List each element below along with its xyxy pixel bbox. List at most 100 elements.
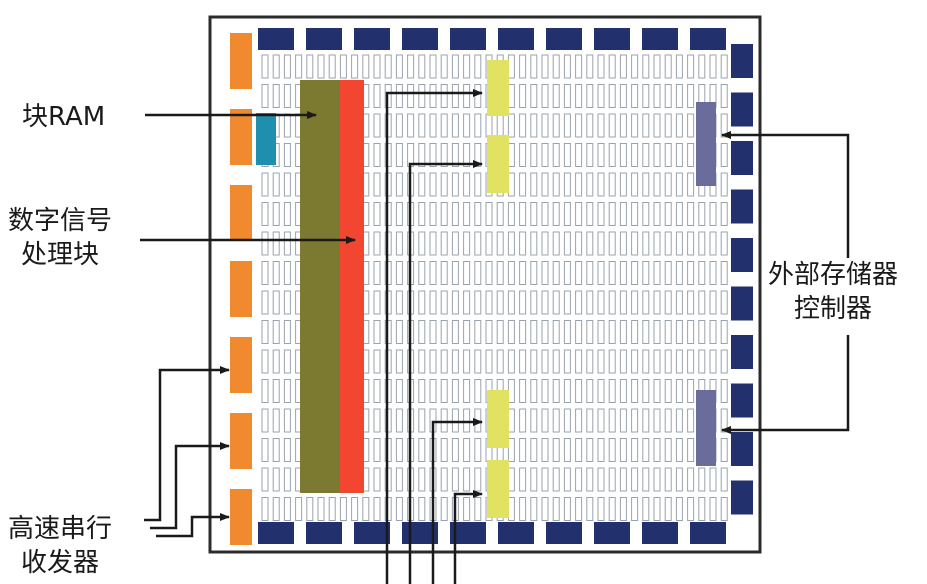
logic-cell [597,172,605,197]
logic-cell [575,54,583,79]
logic-cell [541,379,549,403]
logic-cell [720,320,728,344]
logic-cell [597,113,605,138]
logic-cell [653,143,661,167]
logic-cell [631,290,639,315]
io-pad [731,335,753,369]
logic-cell [519,467,527,492]
logic-cell [631,349,639,374]
logic-cell [664,467,672,492]
clock-block-3 [487,390,509,448]
io-pad-column-right [731,44,753,515]
logic-cell [563,497,571,521]
logic-cell [664,143,672,167]
io-pad [498,28,534,50]
logic-cell [474,172,482,197]
arrow-mem-bottom [721,335,850,434]
logic-cell [496,202,504,226]
logic-cell [485,261,493,285]
logic-cell [631,231,639,256]
logic-cell [619,497,627,521]
logic-cell [575,113,583,138]
logic-cell [440,467,448,492]
logic-cell [440,408,448,433]
logic-cell [675,113,683,138]
logic-cell [675,202,683,226]
logic-cell [530,143,538,167]
logic-cell [586,172,594,197]
logic-cell [463,113,471,138]
logic-cell [608,84,616,108]
logic-cell [631,320,639,344]
logic-cell [519,320,527,344]
logic-cell [608,320,616,344]
logic-cell [418,54,426,79]
logic-cell [709,202,717,226]
dsp-column [340,80,364,493]
logic-cell [541,349,549,374]
logic-cell [373,379,381,403]
logic-cell [720,54,728,79]
logic-cell [687,113,695,138]
logic-cell [575,320,583,344]
logic-cell [642,438,650,462]
logic-cell [541,231,549,256]
logic-cell [440,113,448,138]
logic-cell [597,408,605,433]
logic-cell [720,84,728,108]
logic-cell [530,408,538,433]
mem-controller-top [696,102,716,186]
logic-cell [418,408,426,433]
logic-cell [642,261,650,285]
logic-cell [463,54,471,79]
logic-cell [563,290,571,315]
logic-cell [519,438,527,462]
logic-cell [642,172,650,197]
logic-cell [563,54,571,79]
label-block-ram: 块RAM [22,100,105,134]
logic-cell [373,143,381,167]
logic-cell [597,143,605,167]
clock-block-1 [487,60,509,116]
logic-cell [720,497,728,521]
logic-cell [395,54,403,79]
label-dsp-line1: 数字信号 [8,206,113,236]
logic-cell [530,54,538,79]
logic-cell [608,143,616,167]
logic-cell [642,290,650,315]
logic-cell [597,320,605,344]
logic-cell [261,349,269,374]
logic-cell [272,320,280,344]
logic-cell [608,113,616,138]
logic-cell [485,290,493,315]
logic-cell [619,231,627,256]
logic-cell [463,408,471,433]
logic-cell [519,231,527,256]
logic-cell [395,172,403,197]
logic-cell [586,113,594,138]
io-pad [354,28,390,50]
logic-cell [653,84,661,108]
logic-cell [653,408,661,433]
label-serdes: 高速串行 收发器 [8,512,112,580]
logic-cell [272,290,280,315]
io-pad [642,522,678,544]
logic-cell [272,202,280,226]
logic-cell [575,143,583,167]
logic-cell [687,54,695,79]
block-ram-column [300,80,340,493]
logic-cell [541,408,549,433]
logic-cell [507,290,515,315]
logic-cell [519,290,527,315]
logic-cell [395,202,403,226]
logic-cell [675,172,683,197]
logic-cell [463,202,471,226]
serdes-block [230,413,252,469]
logic-cell [407,54,415,79]
logic-cell [563,408,571,433]
logic-cell [272,231,280,256]
logic-cell [474,113,482,138]
logic-cell [485,202,493,226]
logic-cell [440,438,448,462]
logic-cell [597,261,605,285]
